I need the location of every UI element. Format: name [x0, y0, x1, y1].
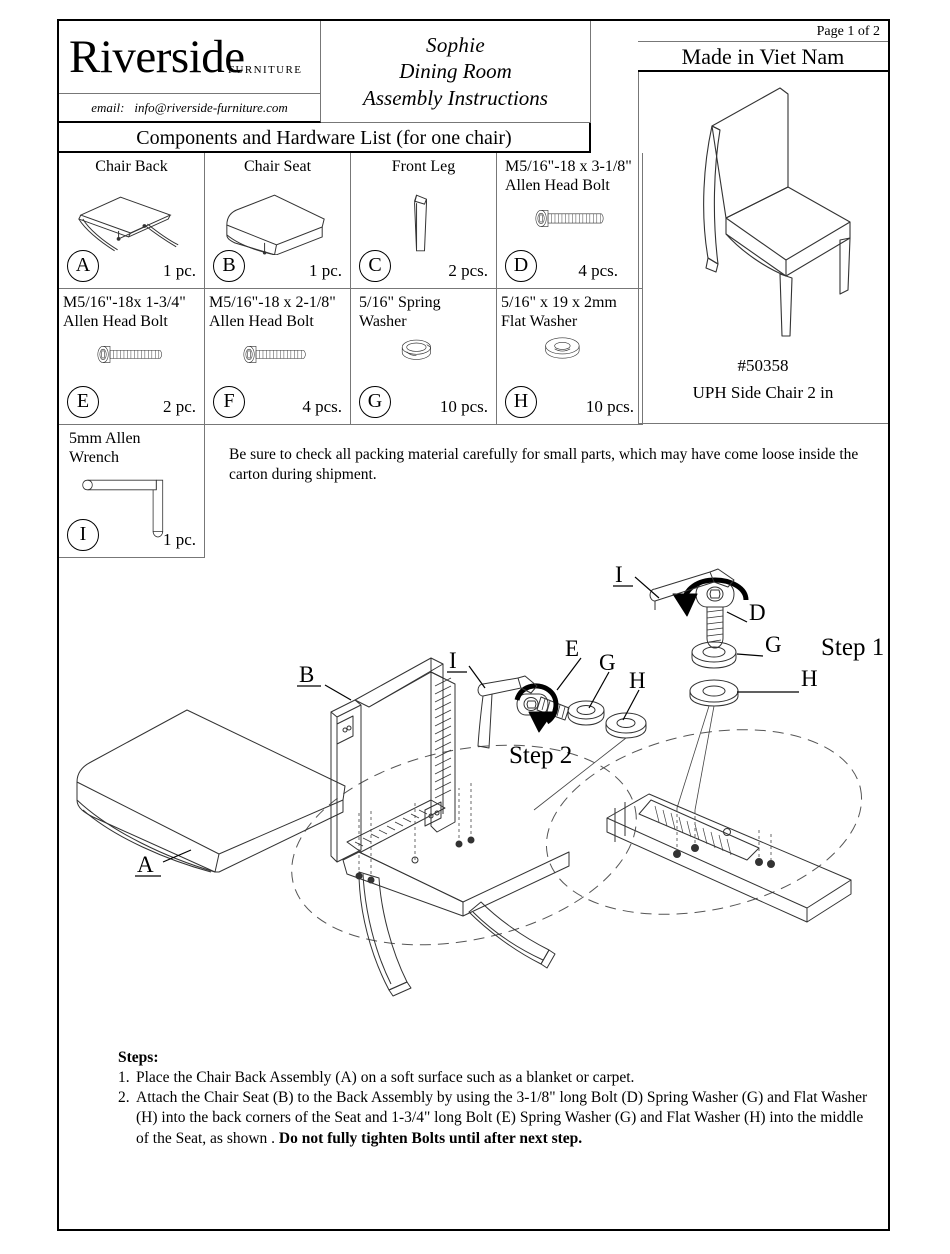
- component-cell-B: Chair Seat B 1 pc.: [205, 153, 351, 289]
- brand-subtitle: FURNITURE: [228, 64, 303, 76]
- callout-I-step2: I: [449, 648, 457, 673]
- step2-label: Step 2: [509, 742, 572, 769]
- step-text-2: Attach the Chair Seat (B) to the Back As…: [136, 1088, 878, 1148]
- title-collection: Sophie: [426, 33, 485, 58]
- step-item-1: 1. Place the Chair Back Assembly (A) on …: [118, 1068, 878, 1088]
- bolt-icon: [243, 346, 306, 363]
- packing-note-text: Be sure to check all packing material ca…: [229, 446, 859, 483]
- component-letter-G: G: [359, 386, 391, 418]
- component-title-B: Chair Seat: [243, 158, 312, 175]
- component-title-E: M5/16"-18x 1-3/4" Allen Head Bolt: [63, 294, 186, 330]
- step-number-2: 2.: [118, 1089, 130, 1107]
- product-image-cell: [638, 72, 888, 424]
- component-cell-H: 5/16" x 19 x 2mm Flat Washer H 10 pcs.: [497, 289, 643, 425]
- component-qty-H: 10 pcs.: [585, 397, 634, 416]
- brand-name: Riverside: [69, 30, 245, 83]
- step-number-1: 1.: [118, 1069, 130, 1087]
- email-address: info@riverside-furniture.com: [134, 99, 288, 115]
- component-cell-A: Chair Back A 1 pc.: [59, 153, 205, 289]
- email-label: email:: [91, 99, 125, 115]
- product-name: UPH Side Chair 2 in: [692, 383, 834, 402]
- steps-heading: Steps:: [118, 1049, 159, 1066]
- component-cell-E: M5/16"-18x 1-3/4" Allen Head Bolt E 2 pc…: [59, 289, 205, 425]
- component-letter-E: E: [67, 386, 99, 418]
- callout-H-step1: H: [801, 666, 818, 691]
- component-qty-C: 2 pcs.: [448, 261, 488, 280]
- callout-A: A: [137, 852, 154, 877]
- component-cell-I: 5mm Allen Wrench I 1 pc.: [59, 425, 205, 558]
- component-letter-H: H: [505, 386, 537, 418]
- chair-illustration-icon: [703, 87, 851, 337]
- component-title-F: M5/16"-18 x 2-1/8" Allen Head Bolt: [209, 294, 336, 330]
- callout-G-step1: G: [765, 632, 782, 657]
- flat-washer-icon: [545, 337, 580, 359]
- spring-washer-icon: [401, 339, 431, 360]
- component-letter-C: C: [359, 250, 391, 282]
- callout-I-step1: I: [615, 562, 623, 587]
- callout-D: D: [749, 600, 766, 625]
- page-number: Page 1 of 2: [638, 21, 888, 42]
- components-list-title: Components and Hardware List (for one ch…: [59, 123, 591, 153]
- step-text-2-bold: Do not fully tighten Bolts until after n…: [278, 1129, 583, 1147]
- component-title-H: 5/16" x 19 x 2mm Flat Washer: [501, 294, 617, 330]
- country-of-origin: Made in Viet Nam: [638, 42, 888, 72]
- component-title-I: 5mm Allen Wrench: [69, 430, 141, 466]
- component-qty-D: 4 pcs.: [578, 261, 618, 280]
- bolt-icon: [535, 210, 604, 227]
- component-title-D: M5/16"-18 x 3-1/8" Allen Head Bolt: [505, 158, 632, 194]
- step1-label: Step 1: [821, 634, 884, 661]
- bolt-icon: [97, 346, 162, 363]
- callout-G-step2: G: [599, 650, 616, 675]
- assembly-diagram: A B: [76, 562, 884, 997]
- step-text-2-normal: Attach the Chair Seat (B) to the Back As…: [136, 1089, 868, 1147]
- front-leg-icon: [413, 194, 427, 252]
- component-qty-F: 4 pcs.: [302, 397, 342, 416]
- component-qty-E: 2 pc.: [162, 397, 196, 416]
- title-instructions: Assembly Instructions: [363, 85, 548, 110]
- component-cell-D: M5/16"-18 x 3-1/8" Allen Head Bolt D 4 p…: [497, 153, 643, 289]
- component-title-C: Front Leg: [391, 158, 456, 175]
- component-qty-A: 1 pc.: [162, 261, 196, 280]
- callout-E: E: [565, 636, 579, 661]
- step-item-2: 2. Attach the Chair Seat (B) to the Back…: [118, 1088, 878, 1148]
- component-cell-G: 5/16" Spring Washer G 10 pcs.: [351, 289, 497, 425]
- product-code: #50358: [737, 356, 789, 375]
- component-letter-I: I: [67, 519, 99, 551]
- steps-section: Steps: 1. Place the Chair Back Assembly …: [118, 1048, 878, 1149]
- component-cell-C: Front Leg C 2 pcs.: [351, 153, 497, 289]
- component-cell-F: M5/16"-18 x 2-1/8" Allen Head Bolt F 4 p…: [205, 289, 351, 425]
- component-letter-F: F: [213, 386, 245, 418]
- page-border: [57, 19, 890, 1231]
- component-title-A: Chair Back: [95, 158, 168, 175]
- step-text-1: Place the Chair Back Assembly (A) on a s…: [136, 1069, 635, 1087]
- component-qty-G: 10 pcs.: [439, 397, 488, 416]
- allen-wrench-icon: [82, 479, 164, 538]
- packing-note-cell: Be sure to check all packing material ca…: [205, 425, 888, 558]
- title-room: Dining Room: [399, 59, 512, 84]
- callout-B: B: [299, 662, 314, 687]
- email-block: email: info@riverside-furniture.com: [59, 94, 321, 123]
- component-qty-I: 1 pc.: [162, 530, 196, 549]
- component-letter-B: B: [213, 250, 245, 282]
- callout-H-step2: H: [629, 668, 646, 693]
- component-letter-D: D: [505, 250, 537, 282]
- brand-block: Riverside: [59, 21, 321, 94]
- chair-back-icon: [78, 196, 179, 252]
- document-title-block: Sophie Dining Room Assembly Instructions: [321, 21, 591, 123]
- component-title-G: 5/16" Spring Washer: [359, 294, 441, 330]
- component-letter-A: A: [67, 250, 99, 282]
- component-qty-B: 1 pc.: [308, 261, 342, 280]
- chair-seat-icon: [226, 194, 325, 255]
